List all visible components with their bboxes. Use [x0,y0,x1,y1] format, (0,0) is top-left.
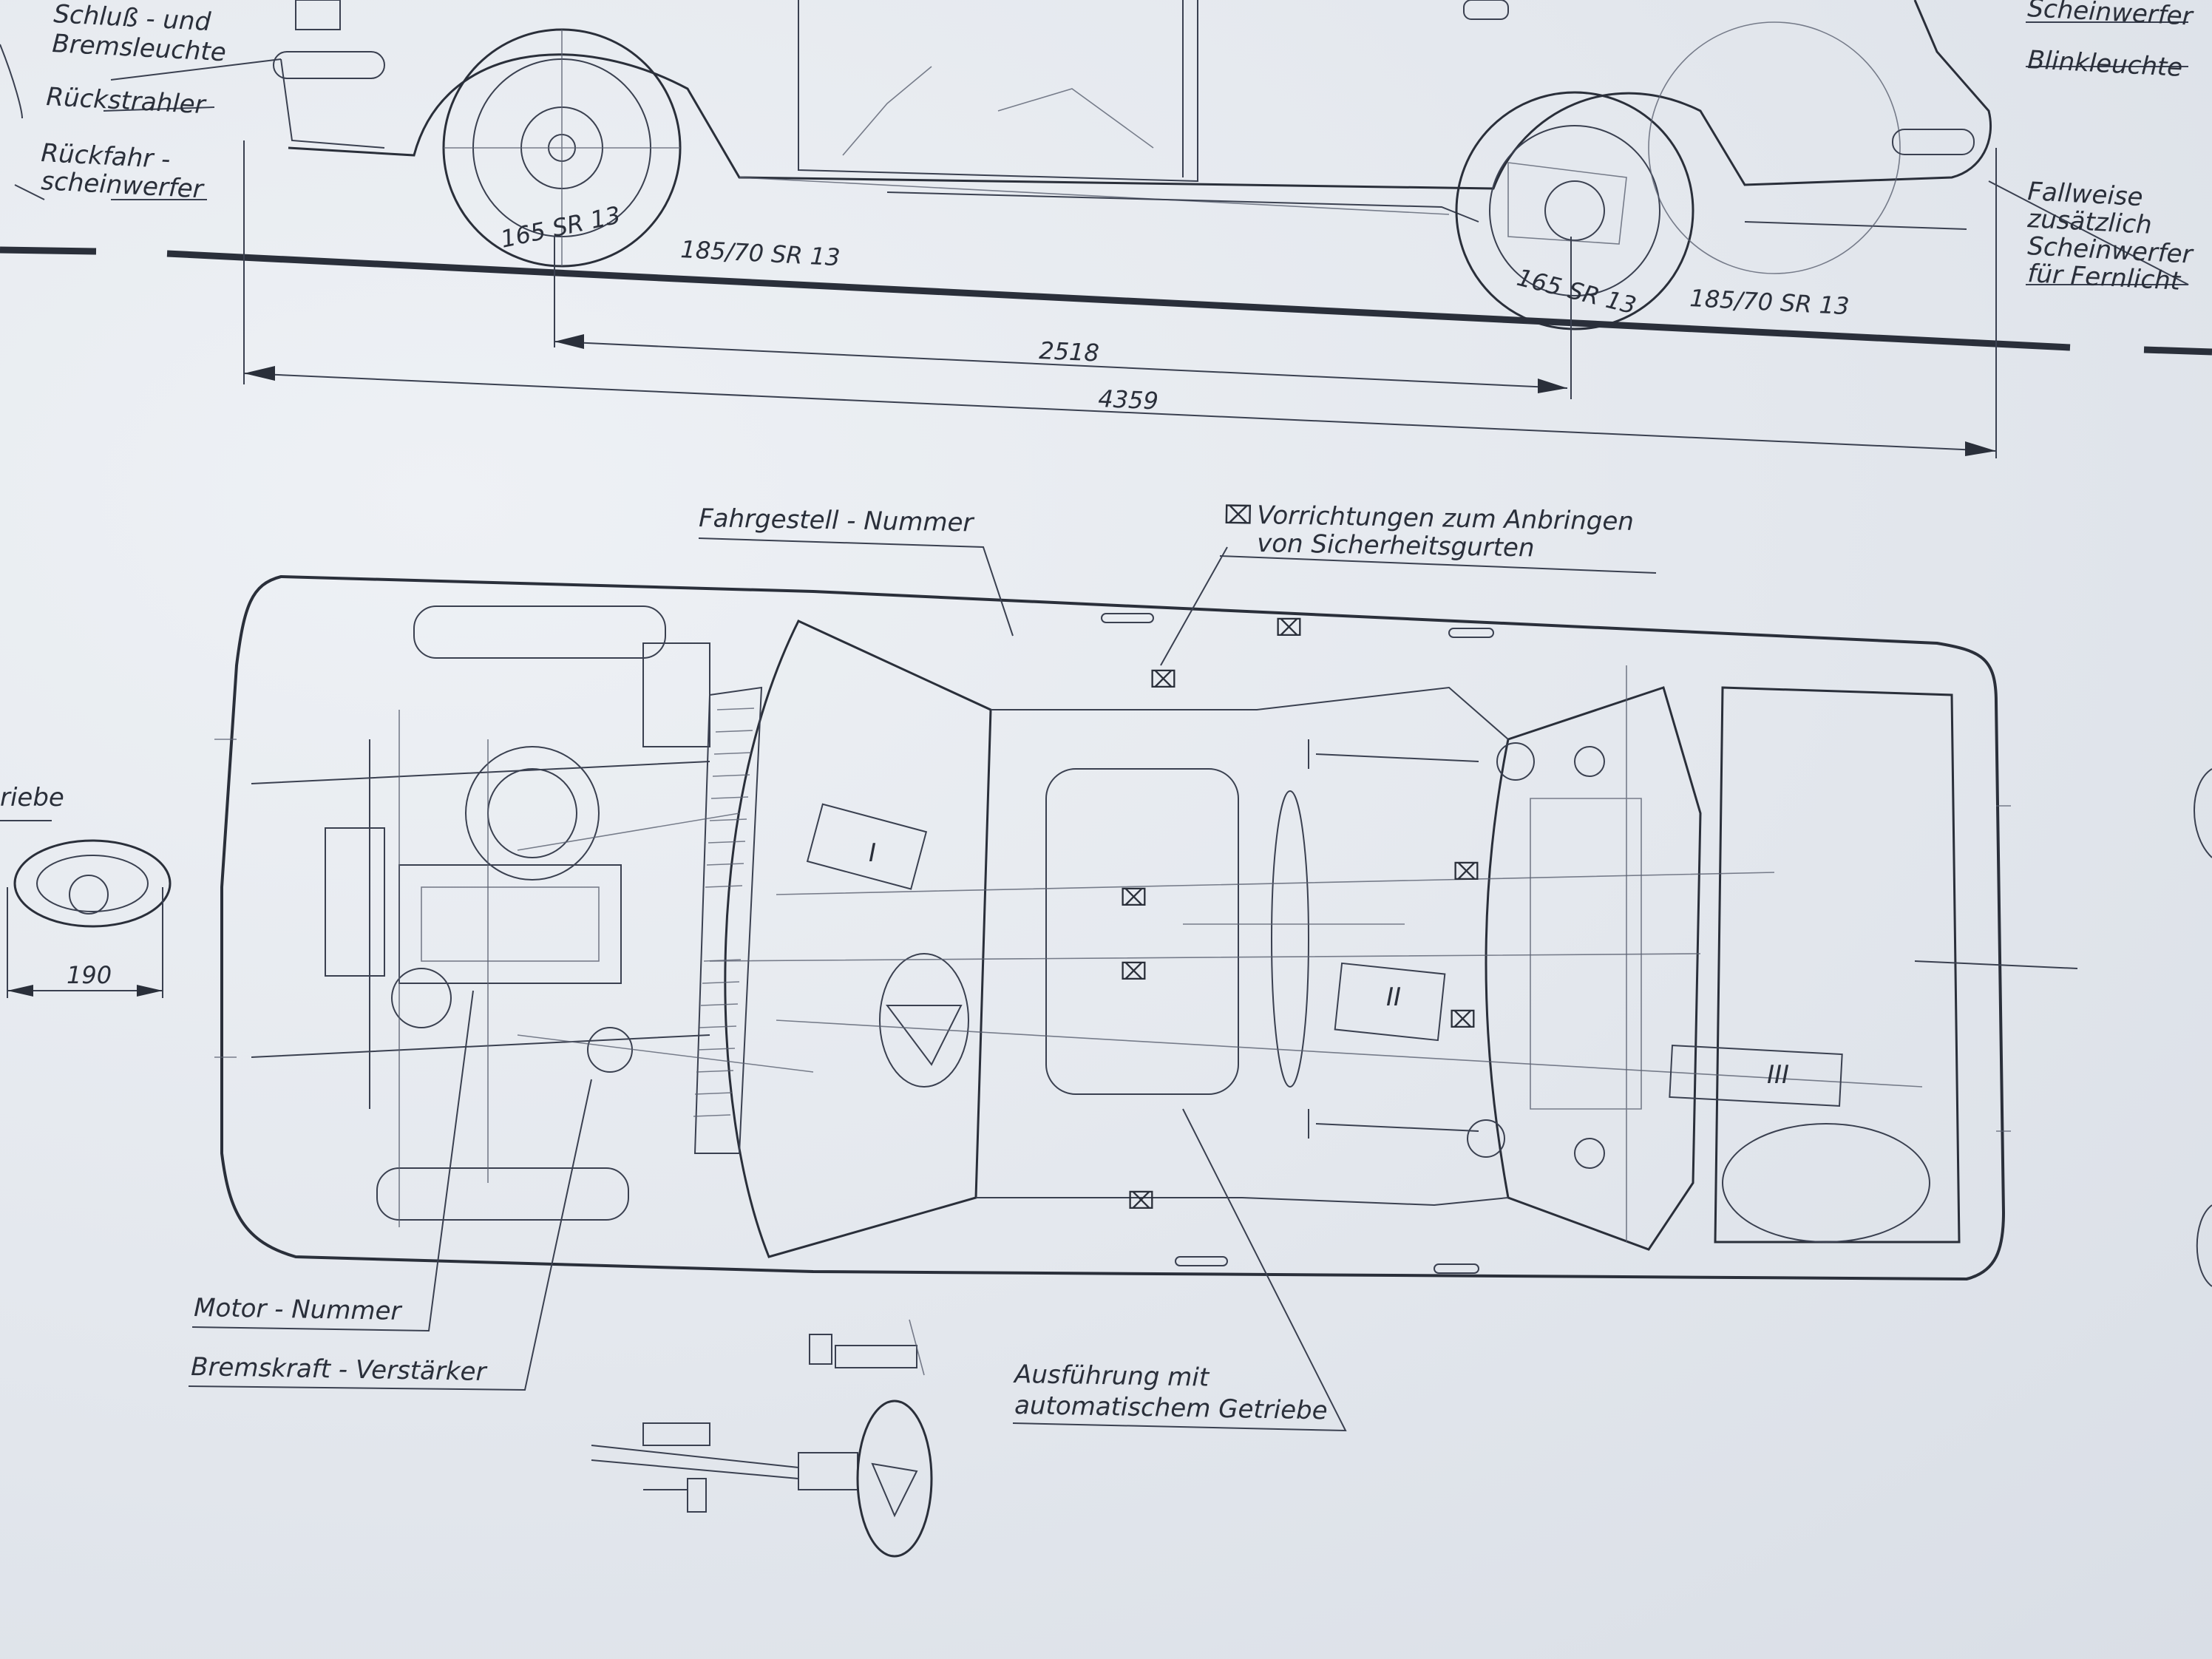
reverse-light-label-2: scheinwerfer [41,166,206,205]
rear-axle [1467,665,1930,1243]
ground-line [0,246,2212,356]
high-beam-label-2: zusätzlich [2026,204,2153,240]
gearbox-partial-label: riebe [0,783,64,812]
svg-text:⌧: ⌧ [1120,957,1147,985]
svg-text:⌧: ⌧ [1275,614,1303,642]
chassis-number-label: Fahrgestell - Nummer [699,503,975,538]
side-view: Schluß - und Bremsleuchte Rückstrahler R… [0,0,2212,458]
interior [709,739,1923,1139]
front-wheel [1455,21,1901,330]
brake-booster-label: Bremskraft - Verstärker [191,1352,488,1387]
front-tyre-std: 165 SR 13 [1514,263,1639,320]
body-outline [220,574,2006,1281]
muffler-label-2: II [1386,983,1401,1012]
rear-tyre-std: 165 SR 13 [498,200,623,253]
seatbelt-mount-markers: ⌧ ⌧ ⌧ ⌧ ⌧ ⌧ ⌧ [1120,614,1480,1215]
seatbelt-symbol: ⌧ [1224,501,1253,531]
svg-text:⌧: ⌧ [1449,1005,1476,1034]
top-view: ⌧ ⌧ ⌧ ⌧ ⌧ ⌧ ⌧ I II III Fahrgestell - Num… [188,501,2078,1432]
muffler-label-1: I [869,838,876,868]
muffler-label-3: III [1767,1060,1789,1090]
length-dimension: 4359 [1098,384,1159,415]
cowl-grille [693,686,763,1154]
headlight-label: Scheinwerfer [2027,0,2195,32]
automatic-column-detail [591,1319,933,1558]
svg-text:⌧: ⌧ [1120,883,1147,912]
svg-text:⌧: ⌧ [1127,1187,1155,1215]
rear-window [1485,686,1702,1251]
automatic-label-2: automatischem Getriebe [1014,1391,1328,1425]
seatbelt-mounts-label-2: von Sicherheitsgurten [1257,529,1535,563]
rear-tyre-opt: 185/70 SR 13 [680,235,841,271]
reflector-label: Rückstrahler [46,82,208,120]
reverse-light-label-1: Rückfahr - [41,138,172,174]
exhaust-width-dimension: 190 [67,961,112,989]
wheelbase-dimension: 2518 [1039,336,1100,367]
high-beam-label-1: Fallweise [2027,177,2144,212]
rear-wheel [442,28,682,268]
automatic-label-1: Ausführung mit [1013,1360,1210,1393]
windscreen [724,620,992,1258]
exhaust-tip-detail: riebe 190 [0,783,172,998]
svg-text:⌧: ⌧ [1150,665,1177,693]
seatbelt-mounts-label-1: Vorrichtungen zum Anbringen [1257,501,1634,537]
indicator-label: Blinkleuchte [2027,45,2184,83]
svg-text:⌧: ⌧ [1453,858,1480,886]
engine-number-label: Motor - Nummer [194,1293,403,1326]
front-tyre-opt: 185/70 SR 13 [1689,284,1850,320]
engine-bay [251,605,814,1227]
boot-lid [1714,686,1961,1244]
